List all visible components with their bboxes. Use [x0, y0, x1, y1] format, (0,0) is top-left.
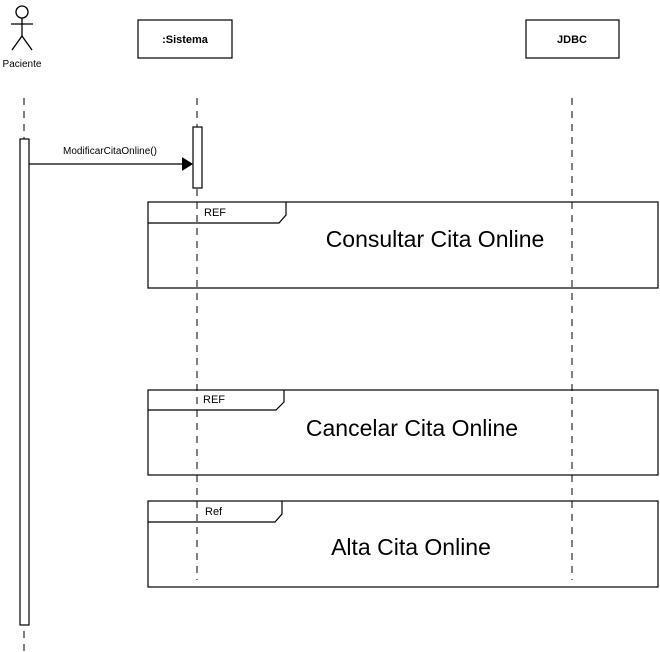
ref-fragment-title: Cancelar Cita Online: [306, 415, 518, 441]
ref-fragment-title: Alta Cita Online: [331, 534, 491, 560]
activation-bar-sistema: [192, 126, 203, 189]
ref-fragment-tag: REF: [203, 394, 225, 406]
ref-fragment-cancelar: REF Cancelar Cita Online: [147, 389, 659, 476]
lifeline-jdbc-header: JDBC: [525, 19, 620, 59]
lifeline-jdbc-label: JDBC: [557, 34, 587, 46]
message-modificar-cita-online: ModificarCitaOnline(): [29, 146, 193, 171]
actor-right-leg: [21, 35, 33, 51]
activation-bar-paciente: [19, 138, 30, 626]
message-label: ModificarCitaOnline(): [63, 146, 157, 157]
message-arrowhead: [182, 157, 193, 171]
ref-fragment-tag: REF: [204, 207, 226, 219]
actor-label: Paciente: [3, 59, 42, 70]
actor-left-leg: [11, 35, 23, 51]
ref-fragment-alta: Ref Alta Cita Online: [147, 500, 659, 588]
ref-fragment-tag: Ref: [205, 506, 223, 518]
lifeline-sistema-label: :Sistema: [162, 34, 209, 46]
ref-fragment-consultar: REF Consultar Cita Online: [147, 201, 659, 289]
lifeline-sistema-header: :Sistema: [137, 19, 233, 59]
actor-paciente: [11, 5, 33, 51]
ref-fragment-title: Consultar Cita Online: [326, 226, 545, 252]
actor-head: [15, 5, 29, 19]
